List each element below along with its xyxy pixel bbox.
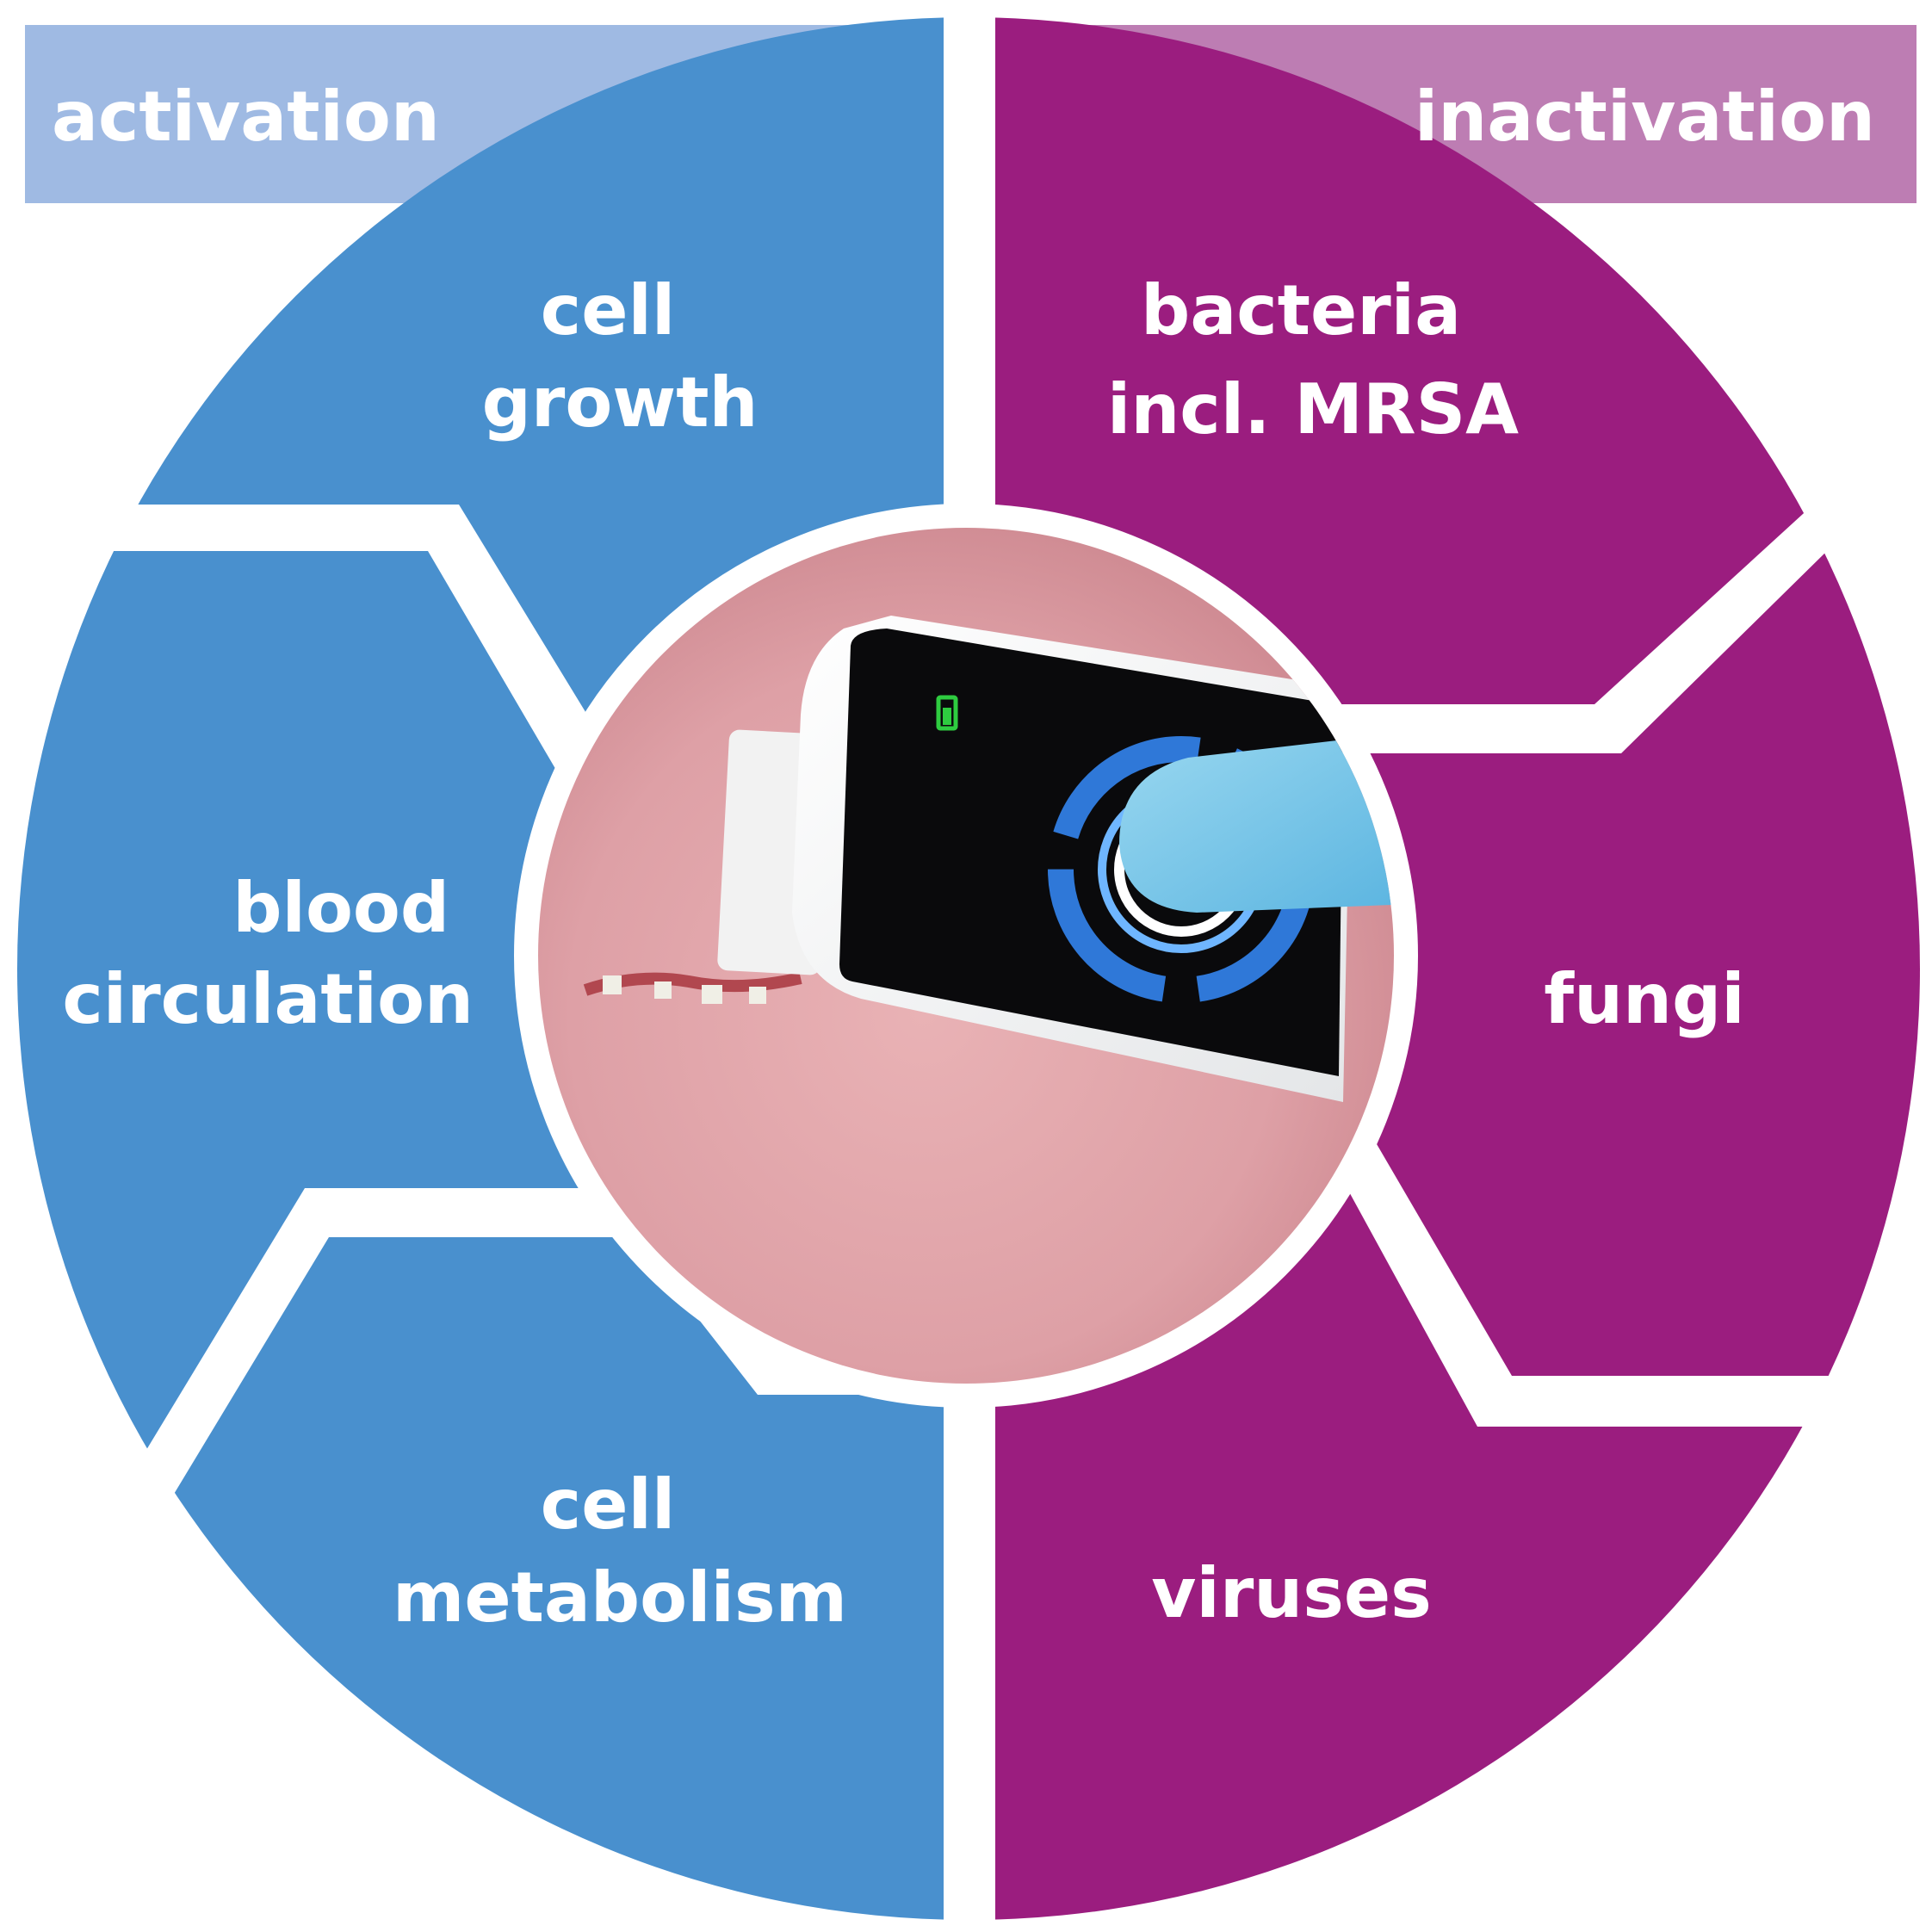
battery-icon (936, 695, 958, 731)
inactivation-header: inactivation (1415, 77, 1875, 157)
segment-fungi (1331, 448, 1920, 1376)
center-photo (538, 528, 1394, 1384)
label-cell-growth: cell growth (482, 270, 759, 443)
label-fungi: fungi (1544, 959, 1744, 1039)
label-viruses: viruses (1151, 1553, 1431, 1633)
label-bacteria: bacteria incl. MRSA (1107, 270, 1519, 449)
gloved-finger (1119, 732, 1394, 913)
device (717, 616, 1394, 1102)
activation-header: activation (52, 77, 440, 157)
label-blood-circulation: blood circulation (62, 868, 474, 1039)
segment-blood-circulation (17, 551, 601, 1692)
label-cell-metabolism: cell metabolism (393, 1464, 847, 1638)
